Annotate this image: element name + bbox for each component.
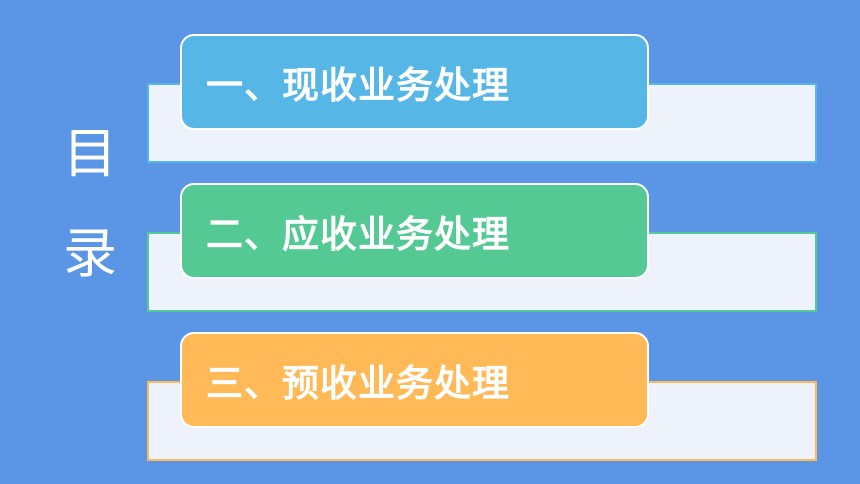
toc-title-char-1: 目 — [63, 122, 117, 185]
toc-item-advance-receipts[interactable]: 三、预收业务处理 — [180, 332, 649, 428]
toc-title-char-2: 录 — [63, 222, 117, 285]
toc-item-label: 三、预收业务处理 — [206, 362, 510, 405]
toc-item-accounts-receivable[interactable]: 二、应收业务处理 — [180, 183, 649, 279]
toc-item-label: 一、现收业务处理 — [206, 64, 510, 107]
toc-item-cash-receipts[interactable]: 一、现收业务处理 — [180, 34, 649, 130]
toc-item-label: 二、应收业务处理 — [206, 213, 510, 256]
